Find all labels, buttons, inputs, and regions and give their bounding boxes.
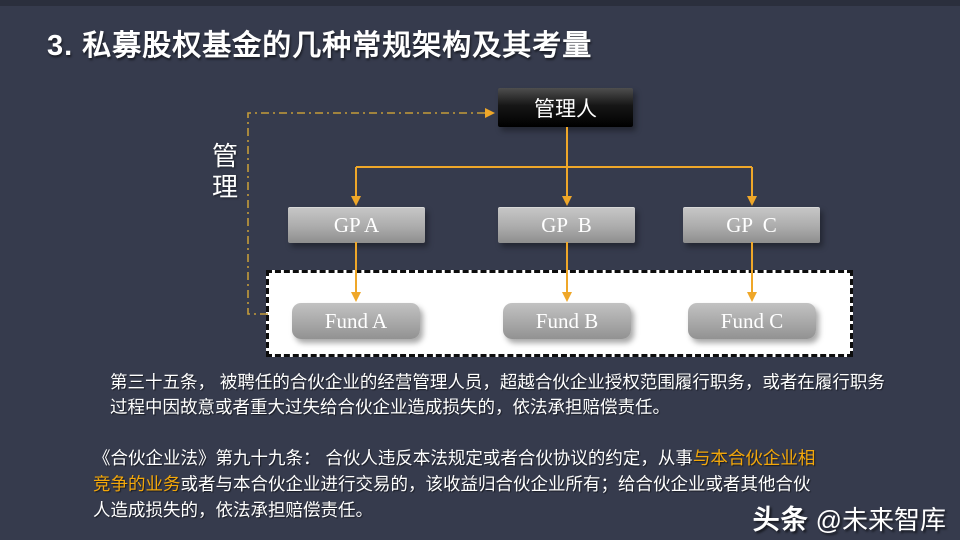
management-side-label: 管理	[211, 141, 238, 202]
manager-label: 管理人	[534, 96, 597, 121]
gp-c-label: GP C	[726, 213, 777, 237]
paragraph-article-99: 《合伙企业法》第九十九条： 合伙人违反本法规定或者合伙协议的约定，从事与本合伙企…	[93, 445, 821, 523]
gp-c-box: GP C	[683, 207, 820, 243]
gp-b-box: GP B	[498, 207, 635, 243]
manager-box: 管理人	[498, 88, 633, 127]
paragraph-article-99-lead: 《合伙企业法》第九十九条： 合伙人违反本法规定或者合伙协议的约定，从事	[93, 448, 693, 468]
fund-a-box: Fund A	[292, 303, 420, 339]
gp-a-label: GP A	[333, 213, 380, 237]
slide-title: 3. 私募股权基金的几种常规架构及其考量	[47, 30, 593, 62]
paragraph-article-35: 第三十五条， 被聘任的合伙企业的经营管理人员，超越合伙企业授权范围履行职务，或者…	[110, 372, 885, 417]
watermark-brand: 头条	[752, 505, 809, 535]
watermark: 头条 @未来智库	[753, 498, 946, 537]
fund-c-label: Fund C	[720, 308, 784, 333]
top-strip	[0, 0, 960, 6]
gp-b-label: GP B	[541, 213, 592, 237]
fund-a-label: Fund A	[324, 308, 388, 333]
watermark-handle: @未来智库	[815, 505, 946, 535]
gp-a-box: GP A	[288, 207, 425, 243]
fund-c-box: Fund C	[688, 303, 816, 339]
fund-b-box: Fund B	[503, 303, 631, 339]
paragraph-article-99-highlight: 与本合伙企业相竞争的业务	[93, 448, 816, 494]
fund-b-label: Fund B	[535, 308, 599, 333]
paragraph-article-99-rest: 或者与本合伙企业进行交易的，该收益归合伙企业所有；给合伙企业或者其他合伙人造成损…	[93, 474, 811, 520]
